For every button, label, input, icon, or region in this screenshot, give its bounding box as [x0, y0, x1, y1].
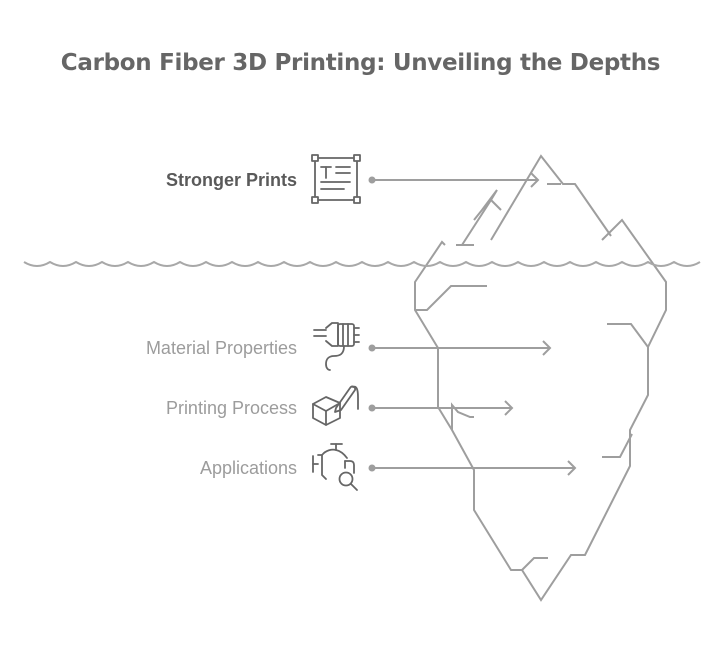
label-printing-process: Printing Process	[165, 398, 297, 418]
page-title: Carbon Fiber 3D Printing: Unveiling the …	[60, 50, 661, 76]
iceberg-outline	[414, 154, 667, 602]
connector-stronger-prints	[368, 172, 540, 188]
text-document-frame-icon	[311, 154, 361, 204]
label-stronger-prints: Stronger Prints	[165, 170, 297, 190]
label-material-properties: Material Properties	[145, 338, 297, 358]
connector-printing-process	[368, 400, 514, 416]
carbon-fiber-spool-icon	[313, 322, 360, 371]
3d-pen-cube-icon	[312, 385, 359, 426]
connector-applications	[368, 460, 577, 476]
engine-magnifier-icon	[312, 443, 358, 491]
connector-material-properties	[368, 340, 552, 356]
label-applications: Applications	[199, 458, 297, 478]
waterline	[23, 260, 701, 267]
